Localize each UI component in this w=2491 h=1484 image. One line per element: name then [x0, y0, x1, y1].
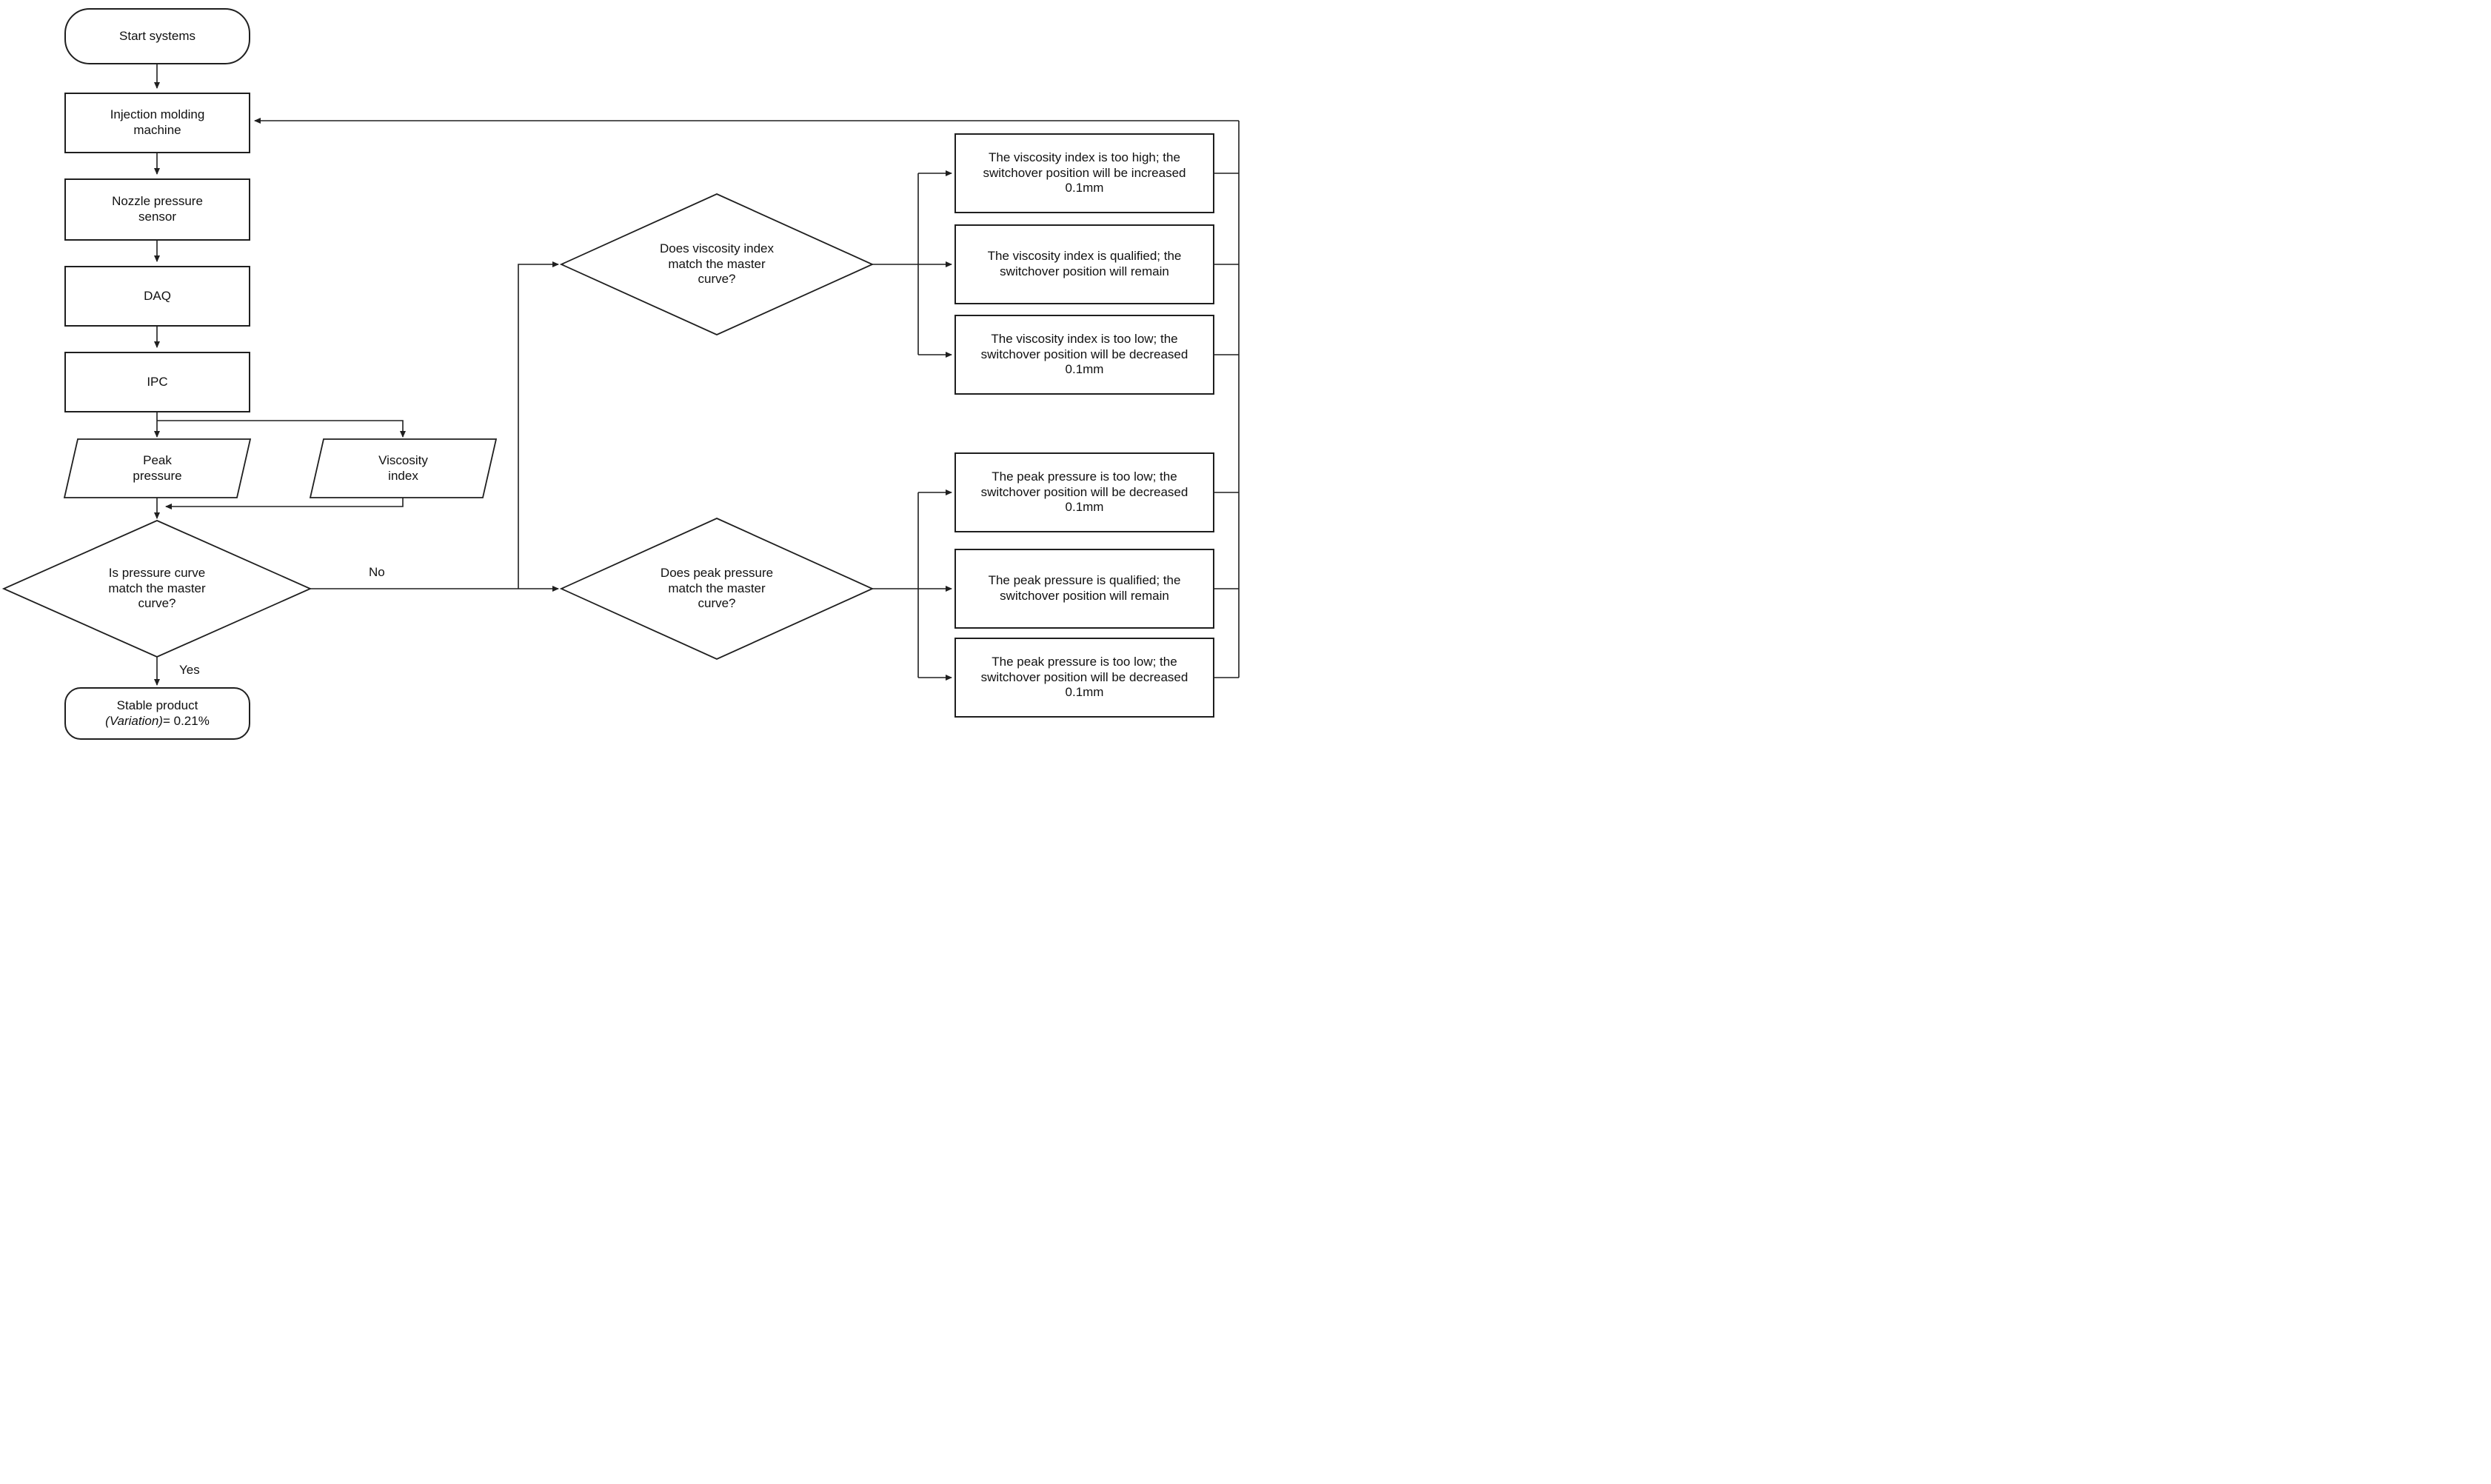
node-daq-label: DAQ	[144, 288, 171, 303]
flowchart-canvas: Start systems Injection molding machine …	[0, 0, 1246, 742]
node-nozzle-pressure-sensor: Nozzle pressure sensor	[64, 178, 250, 241]
viscosity-index-parallelogram	[309, 438, 498, 498]
outcome-peak-qualified: The peak pressure is qualified; the swit…	[954, 549, 1214, 629]
outcome-viscosity-too-high-label: The viscosity index is too high; the swi…	[983, 150, 1186, 195]
edge-label-no: No	[369, 565, 385, 579]
connectors	[154, 64, 1240, 686]
stable-product-value: = 0.21%	[162, 713, 210, 728]
peak-decision-diamond	[559, 518, 875, 660]
flowchart-connectors-layer	[1, 64, 1240, 686]
node-start: Start systems	[64, 8, 250, 64]
stable-product-variation: (Variation)	[105, 713, 163, 728]
node-stable-product: Stable product (Variation)= 0.21%	[64, 687, 250, 740]
node-start-label: Start systems	[119, 28, 195, 43]
node-nozzle-pressure-sensor-label: Nozzle pressure sensor	[112, 194, 203, 224]
outcome-peak-too-low-a: The peak pressure is too low; the switch…	[954, 452, 1214, 532]
outcome-peak-too-low-a-label: The peak pressure is too low; the switch…	[980, 469, 1188, 515]
outcome-viscosity-qualified: The viscosity index is qualified; the sw…	[954, 224, 1214, 304]
node-ipc-label: IPC	[147, 374, 168, 389]
node-ipc: IPC	[64, 352, 250, 412]
peak-pressure-parallelogram	[63, 438, 252, 498]
pressure-decision-diamond	[1, 520, 312, 658]
outcome-viscosity-too-high: The viscosity index is too high; the swi…	[954, 133, 1214, 213]
outcome-viscosity-too-low: The viscosity index is too low; the swit…	[954, 315, 1214, 395]
node-injection-molding-machine: Injection molding machine	[64, 93, 250, 153]
edge-viscosity-index-merge	[165, 498, 404, 509]
shape-outlines	[1, 193, 875, 660]
outcome-viscosity-qualified-label: The viscosity index is qualified; the sw…	[987, 249, 1182, 278]
stable-product-line1: Stable product	[116, 698, 198, 712]
node-stable-product-label: Stable product (Variation)= 0.21%	[105, 698, 210, 729]
outcome-viscosity-too-low-label: The viscosity index is too low; the swit…	[980, 331, 1188, 377]
edge-label-yes: Yes	[179, 663, 200, 677]
viscosity-decision-diamond	[559, 193, 875, 335]
node-injection-molding-machine-label: Injection molding machine	[110, 107, 205, 137]
edge-no-to-viscosity-decision	[518, 261, 559, 589]
outcome-peak-too-low-b: The peak pressure is too low; the switch…	[954, 638, 1214, 718]
node-daq: DAQ	[64, 266, 250, 327]
stable-product-line2: (Variation)= 0.21%	[105, 714, 210, 729]
outcome-peak-too-low-b-label: The peak pressure is too low; the switch…	[980, 654, 1188, 700]
outcome-peak-qualified-label: The peak pressure is qualified; the swit…	[988, 573, 1181, 603]
edge-ipc-to-viscosity-index	[157, 420, 406, 438]
